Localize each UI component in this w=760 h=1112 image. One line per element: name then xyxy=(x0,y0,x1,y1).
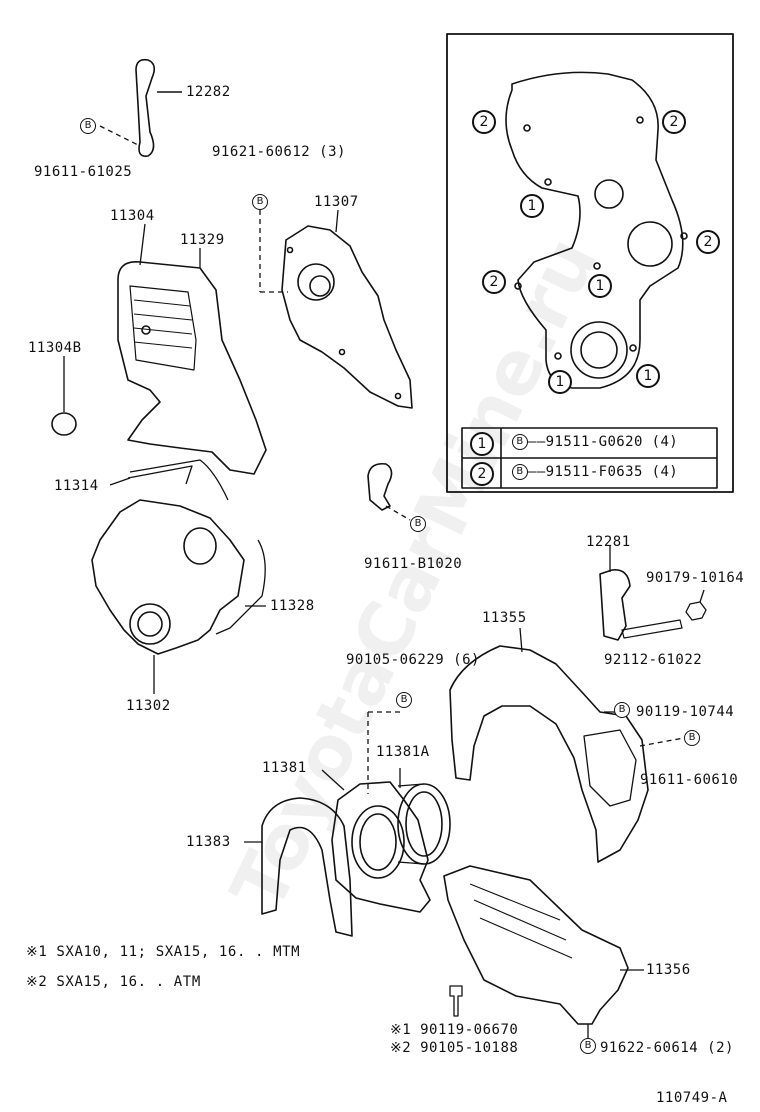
label-91622-60614: 91622-60614 (2) xyxy=(600,1040,734,1056)
label-91611-B1020: 91611-B1020 xyxy=(364,556,463,572)
label-90105-06229: 90105-06229 (6) xyxy=(346,652,480,668)
label-11302: 11302 xyxy=(126,698,171,714)
inset-gasket xyxy=(505,71,684,389)
plug-11304B xyxy=(51,412,77,436)
label-11381: 11381 xyxy=(262,760,307,776)
label-91611-60610: 91611-60610 xyxy=(640,772,739,788)
bolt-marker-91622-60614: B xyxy=(580,1038,596,1054)
gasket-11383 xyxy=(261,797,353,937)
inset-mark-2-right-mid: 2 xyxy=(696,230,720,254)
inset-mark-2-left-mid: 2 xyxy=(482,270,506,294)
inset-box xyxy=(446,33,734,493)
legend-row-2: B——91511-F0635 (4) xyxy=(512,464,678,480)
bolt-marker-90105-06229: B xyxy=(396,692,412,708)
label-90119-10744: 90119-10744 xyxy=(636,704,735,720)
retainer-11381 xyxy=(331,781,431,913)
legend-row-1: B——91511-G0620 (4) xyxy=(512,434,678,450)
nut-90179-10164 xyxy=(685,601,707,621)
inset-mark-1-center: 1 xyxy=(588,274,612,298)
label-12282: 12282 xyxy=(186,84,231,100)
label-90179-10164: 90179-10164 xyxy=(646,570,745,586)
hook-91611-B1020 xyxy=(367,462,393,511)
cover-11356 xyxy=(443,865,629,1025)
label-12281: 12281 xyxy=(586,534,631,550)
label-11328: 11328 xyxy=(270,598,315,614)
label-91611-61025: 91611-61025 xyxy=(34,164,133,180)
label-11304B: 11304B xyxy=(28,340,82,356)
bolt-marker-91611-61025: B xyxy=(80,118,96,134)
label-11383: 11383 xyxy=(186,834,231,850)
inset-mark-1-bottom-right: 1 xyxy=(636,364,660,388)
label-11381A: 11381A xyxy=(376,744,430,760)
bolt-marker-90119-10744: B xyxy=(614,702,630,718)
legend-mark-1: 1 xyxy=(470,432,494,456)
label-11355: 11355 xyxy=(482,610,527,626)
label-11329: 11329 xyxy=(180,232,225,248)
bracket-12282-shape xyxy=(135,58,156,158)
seal-11314 xyxy=(127,459,229,501)
label-90105-10188: ※2 90105-10188 xyxy=(390,1040,519,1056)
legend-bolt-icon-1: B xyxy=(512,434,528,450)
bolt-90119-06670 xyxy=(449,985,463,1017)
label-11307: 11307 xyxy=(314,194,359,210)
stud-92112-61022 xyxy=(621,619,683,639)
bolt-marker-91611-B1020: B xyxy=(410,516,426,532)
footnote-2: ※2 SXA15, 16. . ATM xyxy=(26,974,201,990)
diagram-id: 110749-A xyxy=(656,1090,728,1106)
gasket-11328 xyxy=(215,539,266,635)
label-90119-06670: ※1 90119-06670 xyxy=(390,1022,519,1038)
upper-cover-11304 xyxy=(117,261,267,475)
legend-row-2-part: 91511-F0635 (4) xyxy=(545,464,679,480)
lower-cover-11302 xyxy=(91,499,245,655)
inset-mark-1-upper-left: 1 xyxy=(520,194,544,218)
label-92112-61022: 92112-61022 xyxy=(604,652,703,668)
footnote-1: ※1 SXA10, 11; SXA15, 16. . MTM xyxy=(26,944,301,960)
label-91621-60612: 91621-60612 (3) xyxy=(212,144,346,160)
plate-11355 xyxy=(449,645,649,863)
legend-bolt-icon-2: B xyxy=(512,464,528,480)
legend-mark-2: 2 xyxy=(470,462,494,486)
inset-mark-1-bottom-left: 1 xyxy=(548,370,572,394)
legend-row-1-part: 91511-G0620 (4) xyxy=(545,434,679,450)
bolt-marker-91621-60612: B xyxy=(252,194,268,210)
label-11304: 11304 xyxy=(110,208,155,224)
bracket-12281 xyxy=(599,569,631,641)
label-11356: 11356 xyxy=(646,962,691,978)
inset-mark-2-right-top: 2 xyxy=(662,110,686,134)
inset-mark-2-left-top: 2 xyxy=(472,110,496,134)
plate-11307 xyxy=(281,225,413,409)
label-11314: 11314 xyxy=(54,478,99,494)
bolt-marker-91611-60610: B xyxy=(684,730,700,746)
